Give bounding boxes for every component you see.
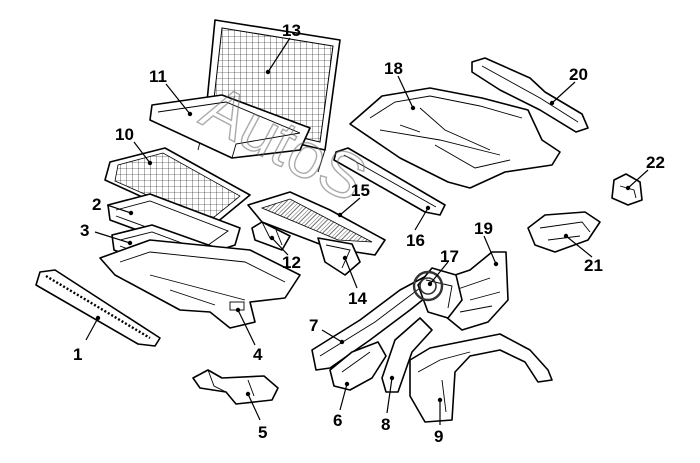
callout-19: 19 [474,219,493,238]
part-18-rear-floor-pan [349,87,561,189]
part-4-boot-floor [99,239,301,329]
callout-17: 17 [440,247,459,266]
callout-15: 15 [351,181,370,200]
part-1-rear-sill [35,269,161,347]
part-10-net-panel [104,147,251,229]
part-16-cross-bar [333,147,446,216]
callout-8: 8 [381,415,390,434]
callout-10: 10 [115,125,134,144]
part-11-cargo-shelf [149,94,311,159]
callout-21: 21 [584,256,603,275]
callout-16: 16 [406,231,425,250]
leader-lines [85,37,649,425]
callout-20: 20 [569,65,588,84]
callout-6: 6 [333,411,342,430]
callout-3: 3 [80,221,89,240]
callout-12: 12 [282,253,301,272]
part-6-rail-extension [329,341,387,391]
callout-11: 11 [149,67,167,86]
callout-7: 7 [309,316,318,335]
callout-1: 1 [73,345,82,364]
callout-5: 5 [258,423,267,442]
callout-14: 14 [348,289,367,308]
callout-13: 13 [282,21,301,40]
callout-2: 2 [92,195,101,214]
part-15-crossmember-panel [247,191,386,256]
callout-9: 9 [434,427,443,446]
part-20-bumper-bracket [471,57,589,133]
part-21-side-bracket [527,211,601,253]
callout-18: 18 [384,59,403,78]
part-14-reinforcement [317,237,361,276]
callout-4: 4 [253,345,263,364]
part-8-arch-reinforcement [381,317,433,393]
callout-22: 22 [646,153,665,172]
callout-labels: 1 2 3 4 5 6 7 8 9 10 11 12 13 14 15 16 1… [73,21,665,446]
part-9-wheel-arch [409,333,553,423]
part-5-bracket [192,369,279,405]
part-12-cross-member [251,221,291,251]
